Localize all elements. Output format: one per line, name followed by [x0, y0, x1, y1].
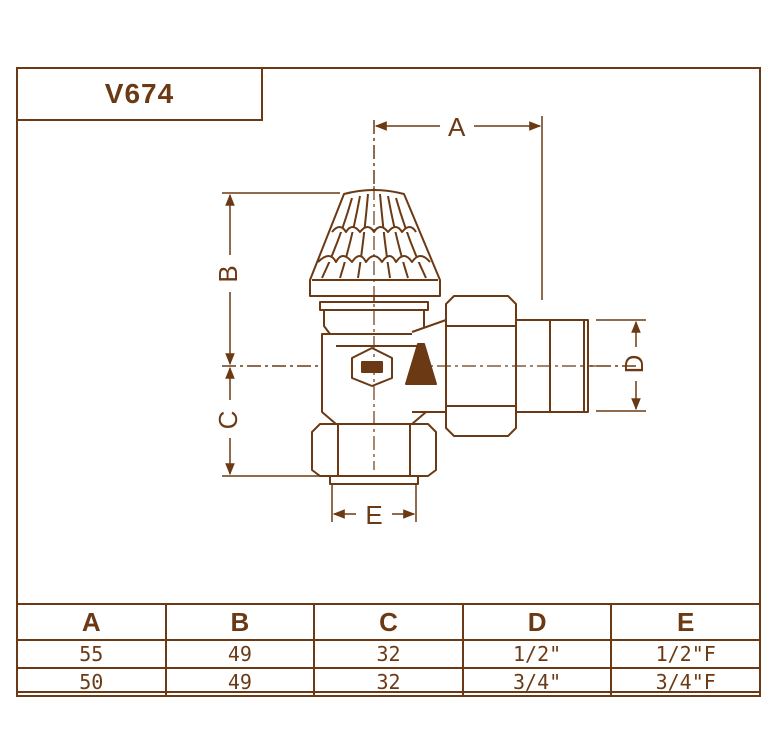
dim-label-a: A: [448, 112, 466, 142]
tailpiece: [515, 319, 589, 413]
table-header-d: D: [461, 603, 613, 641]
table-header-row: A B C D E: [16, 603, 761, 641]
knob: [309, 189, 441, 297]
dim-label-e: E: [365, 500, 382, 530]
table-cell: 32: [313, 667, 464, 697]
table-header-a: A: [16, 603, 167, 641]
table-cell: 3/4"F: [610, 667, 761, 697]
model-title: V674: [104, 78, 175, 109]
dim-label-c: C: [213, 411, 243, 430]
title-box: V674: [16, 67, 263, 121]
extension-lines: [222, 116, 646, 522]
table-header-c: C: [313, 603, 464, 641]
table-cell: 3/4": [461, 667, 613, 697]
table-header-b: B: [164, 603, 316, 641]
brand-logo: [351, 343, 437, 387]
table-row: 55 49 32 1/2" 1/2"F: [16, 639, 761, 669]
table-cell: 1/2"F: [610, 639, 761, 669]
table-cell: 50: [16, 667, 167, 697]
table-cell: 32: [313, 639, 464, 669]
dimension-lines: [225, 121, 641, 519]
dimension-table: A B C D E 55 49 32 1/2" 1/2"F 50 49 32 3…: [16, 603, 761, 697]
table-cell: 1/2": [461, 639, 613, 669]
dim-label-b: B: [213, 265, 243, 282]
table-row: 50 49 32 3/4" 3/4"F: [16, 667, 761, 697]
table-header-e: E: [610, 603, 761, 641]
table-cell: 49: [164, 667, 316, 697]
table-cell: 55: [16, 639, 167, 669]
dim-label-d: D: [619, 355, 649, 374]
table-cell: 49: [164, 639, 316, 669]
